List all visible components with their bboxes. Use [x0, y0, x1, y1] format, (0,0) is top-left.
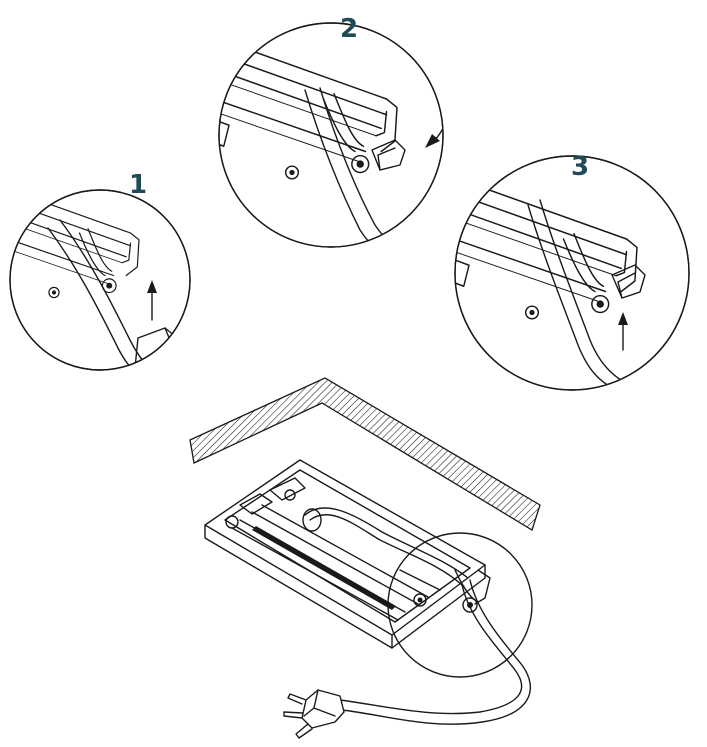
callout-step-3 [454, 155, 690, 391]
power-plug-icon [283, 689, 345, 739]
detail-circle [387, 532, 533, 678]
callout-step-1 [9, 189, 191, 371]
ceiling-wall [189, 377, 541, 531]
step-number-3: 3 [571, 152, 589, 182]
light-fixture [204, 459, 486, 649]
power-cord [339, 579, 531, 725]
callout-step-2 [218, 22, 444, 248]
step-number-2: 2 [340, 14, 358, 44]
step-number-1: 1 [129, 170, 147, 200]
